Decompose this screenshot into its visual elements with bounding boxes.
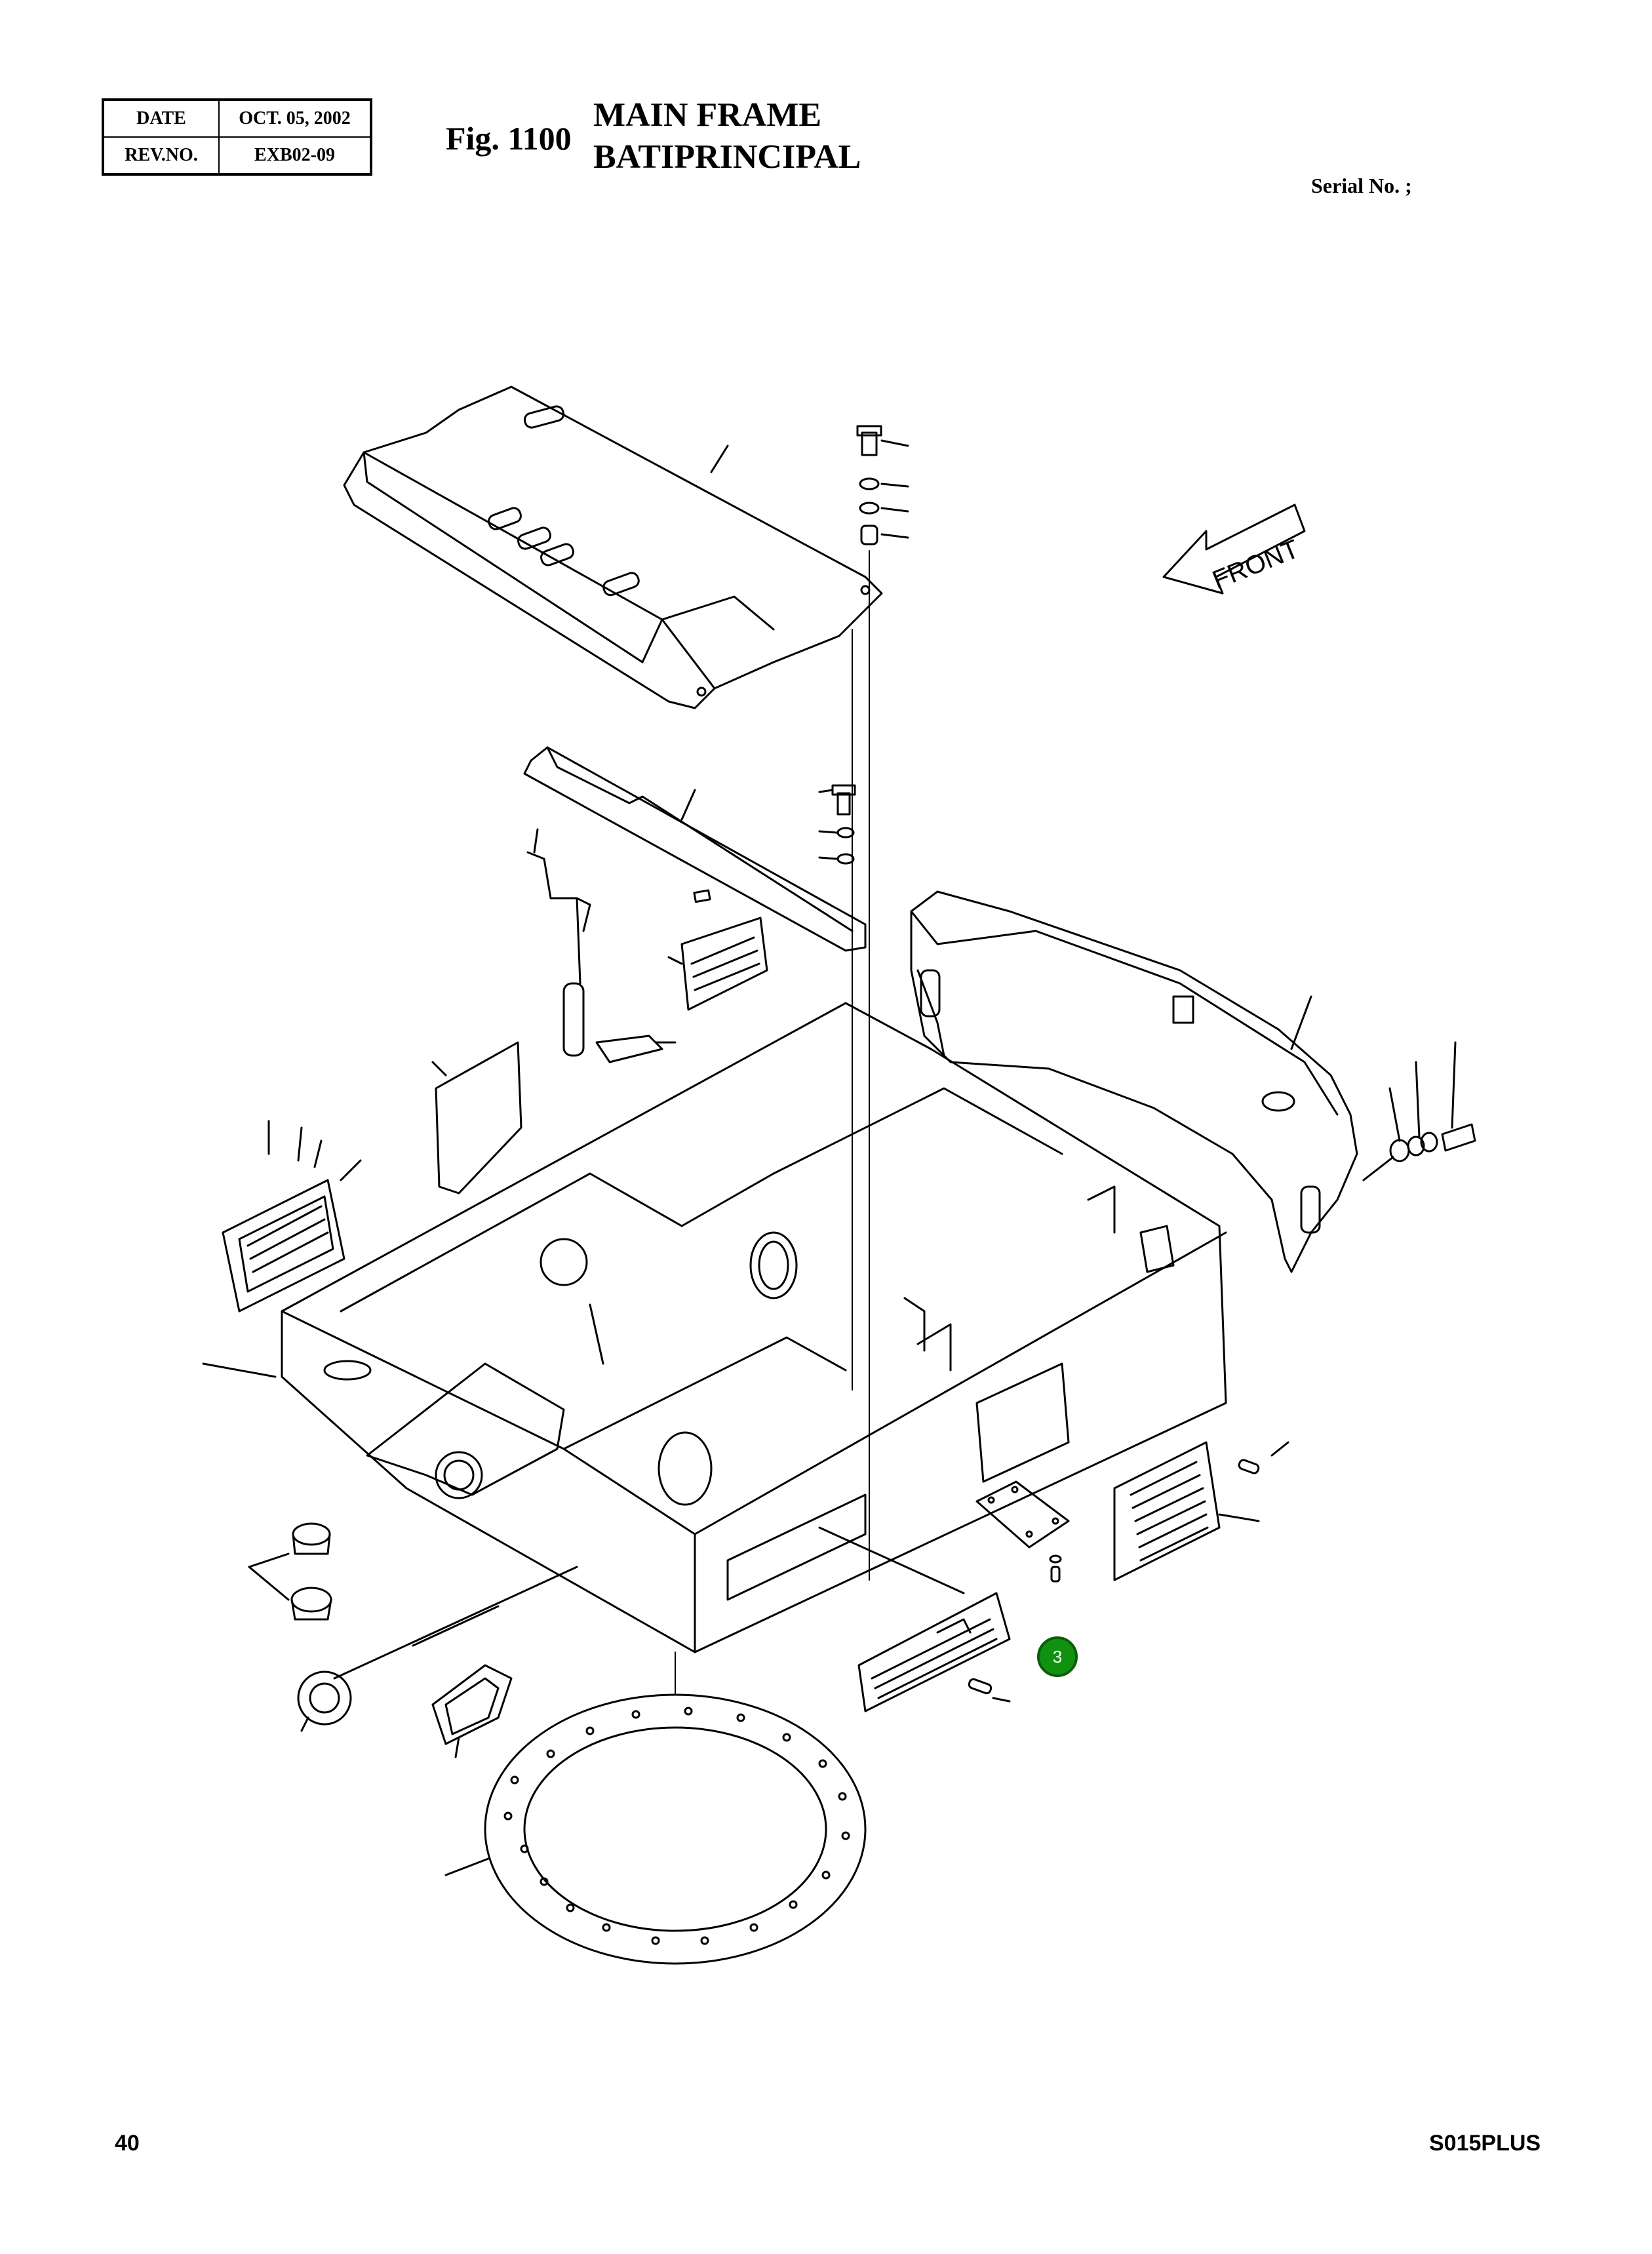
figure-number: Fig. 1100	[446, 120, 572, 157]
date-value: OCT. 05, 2002	[218, 99, 372, 138]
rev-label: REV.NO.	[102, 136, 220, 175]
revision-table: DATE OCT. 05, 2002 REV.NO. EXB02-09	[102, 98, 372, 176]
gas-strut	[526, 828, 677, 1063]
cross-bar	[523, 746, 867, 952]
model-name: S015PLUS	[1429, 2131, 1541, 2156]
main-frame-body	[202, 1002, 1227, 1653]
front-label: FRONT	[1208, 534, 1303, 595]
page-number: 40	[115, 2131, 140, 2156]
grommets-and-plugs	[248, 1522, 578, 1758]
callout-3[interactable]: 3	[1037, 1636, 1078, 1677]
counterweight	[910, 890, 1358, 1273]
left-side-panel	[431, 1041, 522, 1195]
counterweight-bolt	[1362, 1041, 1476, 1181]
bottom-front-grille	[857, 1592, 1011, 1712]
title-french: BATIPRINCIPAL	[593, 138, 861, 176]
small-grille-upper	[667, 889, 768, 1011]
right-large-grille	[1113, 1441, 1289, 1581]
top-bolt-stack	[852, 425, 909, 1581]
swing-bearing-ring	[444, 1651, 867, 1965]
right-small-plate	[975, 1480, 1070, 1583]
top-cover-plate	[343, 386, 883, 709]
date-label: DATE	[102, 99, 220, 138]
rev-value: EXB02-09	[218, 136, 372, 175]
middle-bolt-stack	[818, 784, 856, 865]
front-direction-arrow: FRONT	[1162, 504, 1306, 595]
serial-number-label: Serial No. ;	[1311, 174, 1412, 197]
title-english: MAIN FRAME	[593, 96, 822, 134]
left-grille-gasket	[222, 1120, 362, 1313]
